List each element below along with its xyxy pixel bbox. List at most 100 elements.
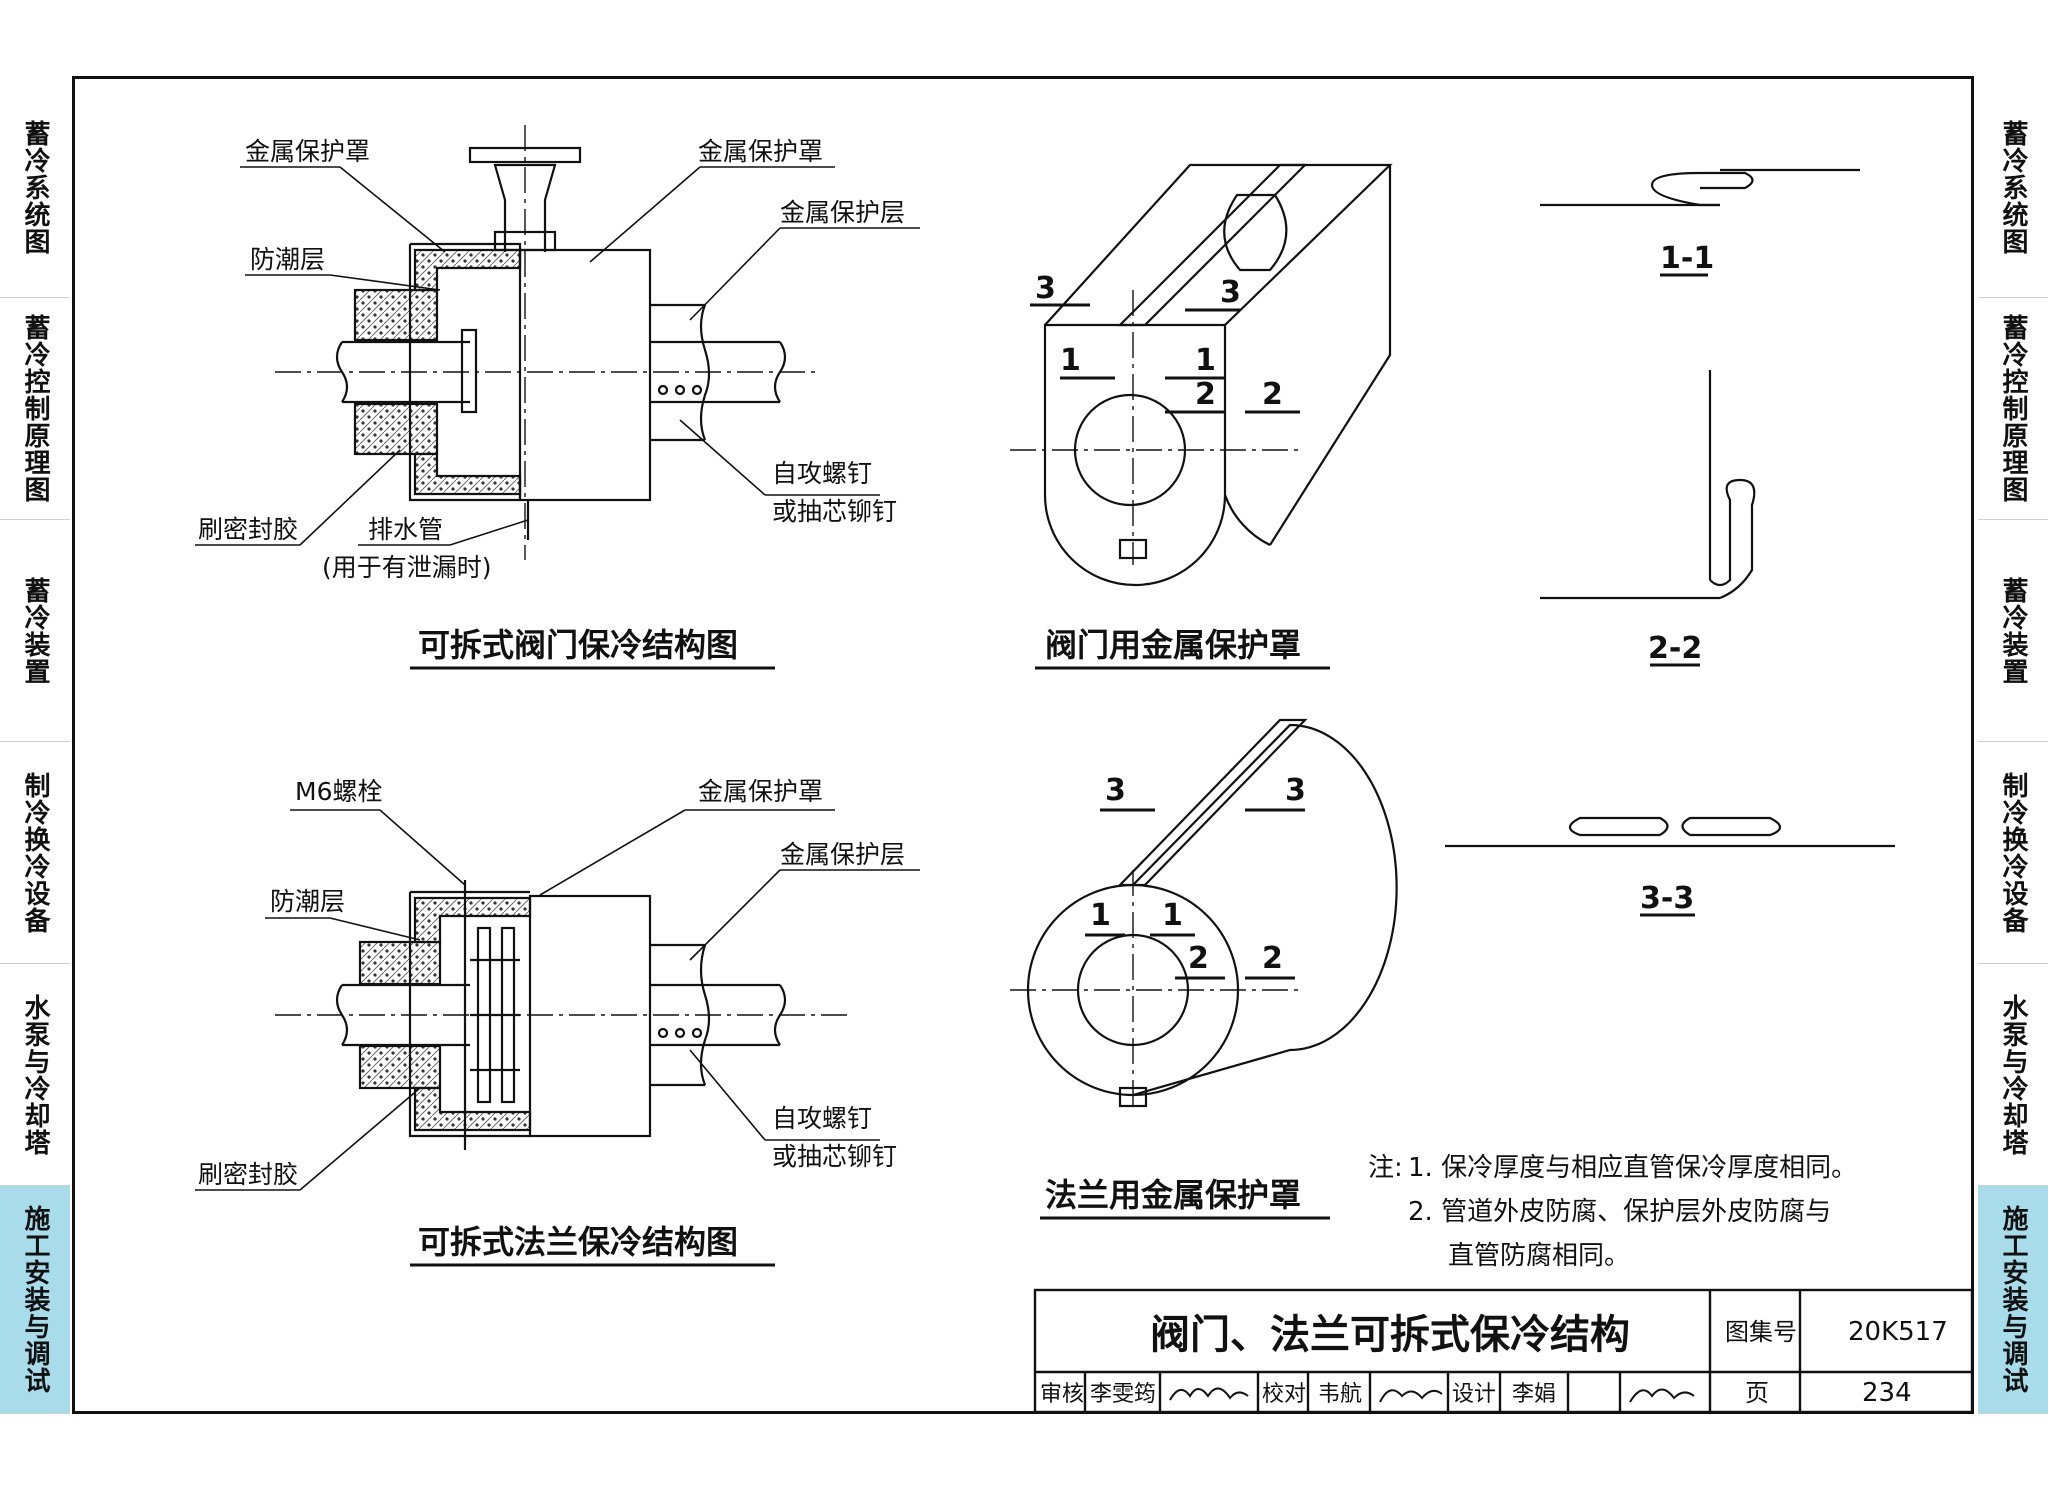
rivet [691,1027,703,1039]
title-block-text: 阀门、法兰可拆式保冷结构 图集号 20K517 页 234 审核 李雯筠 校对 … [1040,1312,1948,1408]
rivet [674,384,686,396]
tab-pump-tower[interactable]: 水泵与冷却塔 [1978,964,2048,1186]
leader [449,519,529,546]
leader [339,166,446,253]
tab-construction-install[interactable]: 施工安装与调试 [1978,1186,2048,1414]
tab-label: 水泵与冷却塔 [20,993,50,1156]
rivet [657,384,669,396]
flange-plate [460,328,478,414]
label-moisture: 防潮层 [270,887,345,916]
insulation-block [358,940,442,986]
note-2b: 直管防腐相同。 [1448,1241,1630,1271]
label-metal-cover-right: 金属保护罩 [698,137,823,166]
valve-stem [493,163,557,252]
drawing-title: 阀门、法兰可拆式保冷结构 [1150,1312,1630,1358]
label-metal-layer: 金属保护层 [780,198,905,227]
signature-checker [1379,1389,1443,1403]
seam-strip [1117,163,1308,327]
valve-cover-title: 阀门用金属保护罩 [1045,626,1301,664]
tab-cold-storage-system[interactable]: 蓄冷系统图 [1978,78,2048,298]
tab-label: 施工安装与调试 [20,1205,50,1394]
label-screw-2: 或抽芯铆钉 [772,1142,897,1171]
flange-insulation-figure [195,809,920,1267]
insulation-break [699,304,711,441]
atlas-label: 图集号 [1725,1318,1797,1346]
review-label: 审核 [1040,1382,1084,1407]
notes: 注: 1. 保冷厚度与相应直管保冷厚度相同。 2. 管道外皮防腐、保护层外皮防腐… [1368,1153,1857,1271]
tab-control-principle[interactable]: 蓄冷控制原理图 [1978,298,2048,520]
tab-cold-storage-system[interactable]: 蓄冷系统图 [0,78,70,298]
section-3-label: 3-3 [1640,881,1694,916]
tab-cold-storage-device[interactable]: 蓄冷装置 [0,520,70,742]
leader [589,166,701,263]
sec-mark-1b: 1 [1195,343,1216,378]
cover-hatch [413,896,532,944]
sec-mark-1a: 1 [1060,343,1081,378]
sec-mark-1a: 1 [1090,898,1111,933]
leader [689,227,781,321]
rivet [657,1027,669,1039]
cover-side [1223,494,1271,546]
leader [299,449,401,546]
cover-outline [408,892,530,1138]
side-tabs-left: 蓄冷系统图 蓄冷控制原理图 蓄冷装置 制冷换冷设备 水泵与冷却塔 施工安装与调试 [0,78,70,1414]
sec-mark-3b: 3 [1220,275,1241,310]
label-sealant: 刷密封胶 [198,1160,298,1189]
section-1-label: 1-1 [1660,241,1714,276]
tab-label: 蓄冷控制原理图 [20,314,50,503]
sec-mark-2b: 2 [1262,377,1283,412]
tab-refrigeration-equipment[interactable]: 制冷换冷设备 [1978,742,2048,964]
cover-hatch [413,1086,532,1132]
checker-name: 韦航 [1318,1382,1362,1407]
valve-cover-figure [1010,163,1393,670]
signature-designer [1629,1388,1695,1403]
label-screw-1: 自攻螺钉 [772,459,872,488]
note-1: 1. 保冷厚度与相应直管保冷厚度相同。 [1408,1153,1857,1183]
tab-cold-storage-device[interactable]: 蓄冷装置 [1978,520,2048,742]
section-1-seam [1650,171,1754,207]
tab-label: 制冷换冷设备 [20,771,50,934]
section-2-seam [1709,478,1756,600]
flange-cover-title: 法兰用金属保护罩 [1045,1176,1301,1214]
valve-cover-box [518,248,652,502]
tab-label: 施工安装与调试 [1998,1205,2028,1394]
insulation-block [358,1044,442,1090]
tab-construction-install[interactable]: 施工安装与调试 [0,1186,70,1414]
section-3-seam-right [1681,816,1782,837]
section-2-label: 2-2 [1648,631,1702,666]
title-block-frame [1033,1288,1974,1414]
rivet [674,1027,686,1039]
leader [329,274,441,291]
label-metal-cover: 金属保护罩 [698,777,823,806]
tab-pump-tower[interactable]: 水泵与冷却塔 [0,964,70,1186]
valve-figure-title: 可拆式阀门保冷结构图 [418,626,738,664]
sec-mark-2a: 2 [1188,941,1209,976]
label-screw-1: 自攻螺钉 [772,1104,872,1133]
signature-reviewer [1169,1387,1249,1401]
cover-hatch [413,452,522,496]
leader [299,1087,421,1191]
page-number: 234 [1862,1378,1912,1408]
leader [679,419,766,496]
label-metal-cover-left: 金属保护罩 [245,137,370,166]
tab-control-principle[interactable]: 蓄冷控制原理图 [0,298,70,520]
insulation-block [353,288,439,342]
rivet [691,384,703,396]
tab-label: 蓄冷系统图 [20,120,50,255]
label-drain: 排水管 [368,515,443,544]
valve-insulation-figure [195,125,920,670]
stem-opening [1223,193,1288,272]
sec-mark-1b: 1 [1162,898,1183,933]
leader [689,1049,766,1141]
flange-cover-figure [1010,718,1398,1220]
tab-refrigeration-equipment[interactable]: 制冷换冷设备 [0,742,70,964]
cover-body [1132,723,1398,1097]
sec-mark-2a: 2 [1195,377,1216,412]
design-label: 设计 [1452,1382,1496,1407]
reviewer-name: 李雯筠 [1090,1382,1156,1407]
side-tabs-right: 蓄冷系统图 蓄冷控制原理图 蓄冷装置 制冷换冷设备 水泵与冷却塔 施工安装与调试 [1978,78,2048,1414]
leader [689,869,781,961]
leader [329,917,421,941]
page-label: 页 [1745,1379,1769,1407]
